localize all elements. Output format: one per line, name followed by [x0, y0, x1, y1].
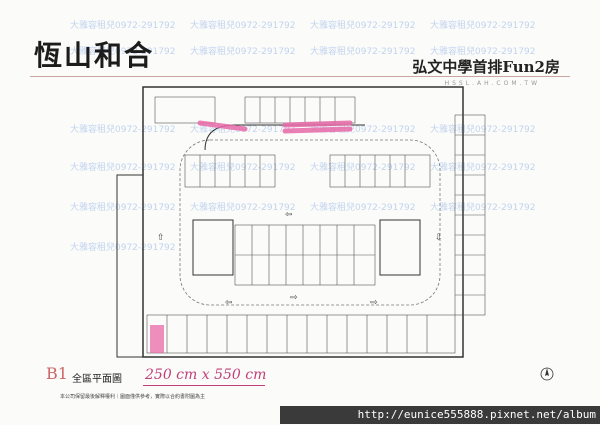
watermark-text: 大雅容租兒0972-291792 — [70, 125, 176, 135]
watermark-text: 大雅容租兒0972-291792 — [310, 47, 416, 57]
highlighted-parking-space — [150, 325, 164, 353]
watermark-text: 大雅容租兒0972-291792 — [310, 203, 416, 213]
watermark-text: 大雅容租兒0972-291792 — [430, 47, 536, 57]
subtitle-url: HSSL.AH.COM.TW — [444, 80, 540, 87]
core-stair-right — [379, 219, 421, 276]
floor-plan: ⇦ ⇨ ⇧ ⇩ ⇦ ⇨ — [116, 86, 486, 358]
watermark-text: 大雅容租兒0972-291792 — [70, 203, 176, 213]
watermark-text: 大雅容租兒0972-291792 — [70, 163, 176, 173]
watermark-text: 大雅容租兒0972-291792 — [430, 21, 536, 31]
floor-plan-caption: 全區平面圖 — [72, 374, 122, 385]
parking-row-top — [154, 96, 356, 124]
project-subtitle: 弘文中學首排Fun2房 — [412, 58, 560, 76]
project-title: 恆山和合 — [34, 39, 155, 72]
watermark-text: 大雅容租兒0972-291792 — [310, 163, 416, 173]
floor-level-label: B1 — [46, 364, 68, 383]
parking-block-center — [234, 224, 376, 286]
highlight-marks — [197, 120, 353, 134]
arrow-icon: ⇦ — [225, 298, 233, 308]
disclaimer-footnote: 本公司保留最後解釋權利｜圖面僅供參考，實際以合約書附圖為主 — [60, 394, 206, 400]
watermark-text: 大雅容租兒0972-291792 — [430, 125, 536, 135]
handwritten-underline — [143, 385, 265, 386]
north-compass-icon — [540, 367, 554, 381]
watermark-text: 大雅容租兒0972-291792 — [430, 203, 536, 213]
watermark-text: 大雅容租兒0972-291792 — [430, 163, 536, 173]
core-stair-left — [192, 219, 234, 276]
arrow-icon: ⇨ — [290, 293, 298, 303]
arrow-icon: ⇦ — [285, 210, 293, 220]
arrow-icon: ⇧ — [157, 233, 165, 243]
watermark-text: 大雅容租兒0972-291792 — [310, 21, 416, 31]
parking-column-right — [454, 114, 486, 316]
watermark-text: 大雅容租兒0972-291792 — [190, 163, 296, 173]
arrow-icon: ⇨ — [370, 298, 378, 308]
handwritten-dimension-note: 250 cm x 550 cm — [145, 367, 267, 383]
watermark-text: 大雅容租兒0972-291792 — [310, 125, 416, 135]
traffic-arrows: ⇦ ⇨ ⇧ ⇩ ⇦ ⇨ — [157, 210, 443, 308]
plan-outer-wall — [142, 86, 464, 358]
watermark-text: 大雅容租兒0972-291792 — [70, 243, 176, 253]
drive-aisle-loop — [179, 139, 441, 306]
watermark-text: 大雅容租兒0972-291792 — [190, 47, 296, 57]
title-divider — [30, 76, 570, 77]
parking-row-bottom — [146, 314, 456, 354]
watermark-text: 大雅容租兒0972-291792 — [70, 21, 176, 31]
arrow-icon: ⇩ — [435, 233, 443, 243]
parking-row-upper-inner — [184, 154, 431, 188]
source-url-bar: http://eunice555888.pixnet.net/album — [280, 406, 600, 424]
plan-left-annex — [116, 174, 144, 358]
watermark-text: 大雅容租兒0972-291792 — [190, 203, 296, 213]
watermark-text: 大雅容租兒0972-291792 — [190, 21, 296, 31]
watermark-text: 大雅容租兒0972-291792 — [70, 47, 176, 57]
plan-ramp — [204, 124, 365, 151]
